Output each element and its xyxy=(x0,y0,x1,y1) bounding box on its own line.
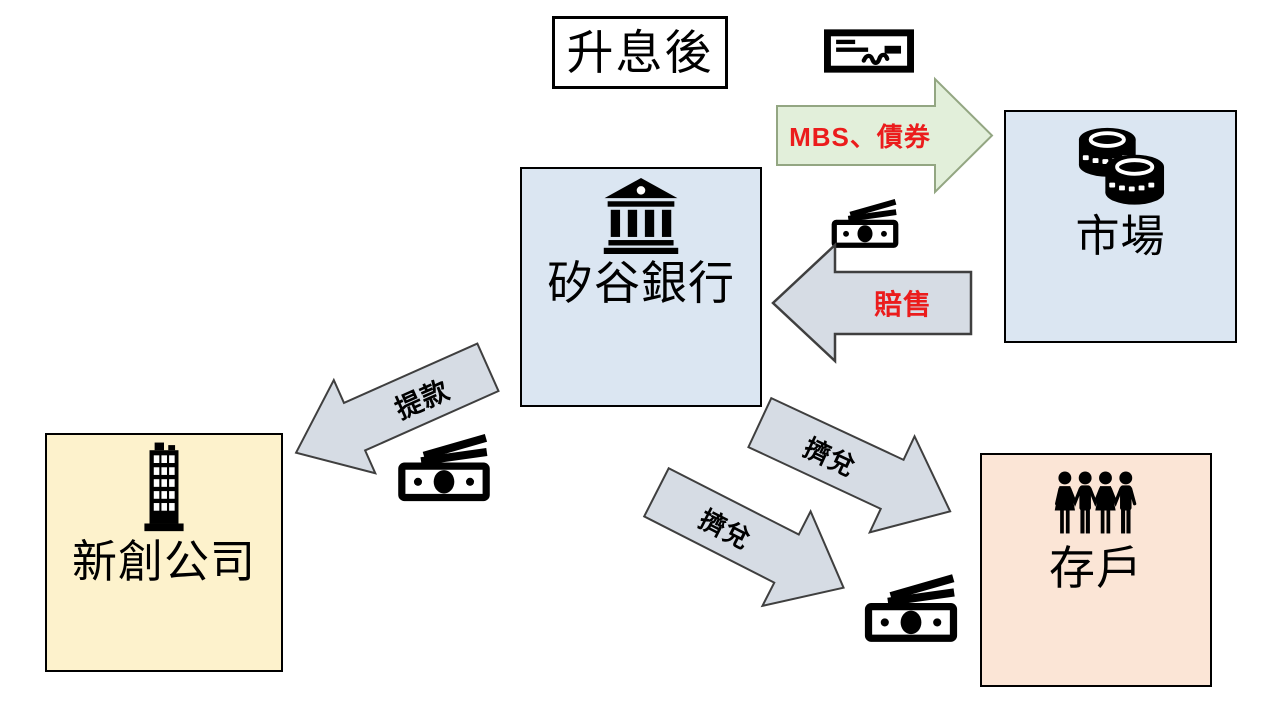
node-bank: 矽谷銀行 xyxy=(520,167,762,407)
node-startup-label: 新創公司 xyxy=(71,536,256,587)
node-market-label: 市場 xyxy=(1075,212,1166,261)
bank-building-icon xyxy=(602,178,680,254)
arrow-withdraw: 提款 xyxy=(275,321,508,500)
arrow-mbs-label: MBS、債券 xyxy=(789,122,931,152)
banknotes-icon-top xyxy=(831,191,899,255)
arrow-firesale-label: 賠售 xyxy=(873,289,932,320)
banknotes-icon-left xyxy=(396,432,492,502)
block-arrow-right xyxy=(776,76,994,195)
title-box: 升息後 xyxy=(552,16,728,89)
banknotes-icon-bottom xyxy=(864,570,958,645)
arrow-mbs-bonds: MBS、債券 xyxy=(776,76,994,195)
node-market: 市場 xyxy=(1004,110,1237,343)
cheque-icon xyxy=(824,29,914,73)
arrow-firesale: 賠售 xyxy=(771,242,973,364)
block-arrow-left xyxy=(294,342,500,475)
block-arrow-left xyxy=(771,242,973,364)
node-bank-label: 矽谷銀行 xyxy=(547,257,735,309)
block-arrow-right xyxy=(747,396,952,534)
coin-stacks-icon xyxy=(1072,120,1170,210)
arrow-bankrun-lower: 擠兌 xyxy=(632,445,867,635)
office-building-icon xyxy=(140,440,188,532)
node-depositors-label: 存戶 xyxy=(1049,542,1143,594)
coin-stack-front xyxy=(1104,154,1164,205)
people-group-icon xyxy=(1052,471,1140,535)
node-depositors: 存戶 xyxy=(980,453,1212,687)
slide-title: 升息後 xyxy=(566,26,714,79)
node-startup: 新創公司 xyxy=(45,433,283,672)
arrow-bankrun-upper: 擠兌 xyxy=(737,375,972,560)
block-arrow-right xyxy=(642,466,845,608)
